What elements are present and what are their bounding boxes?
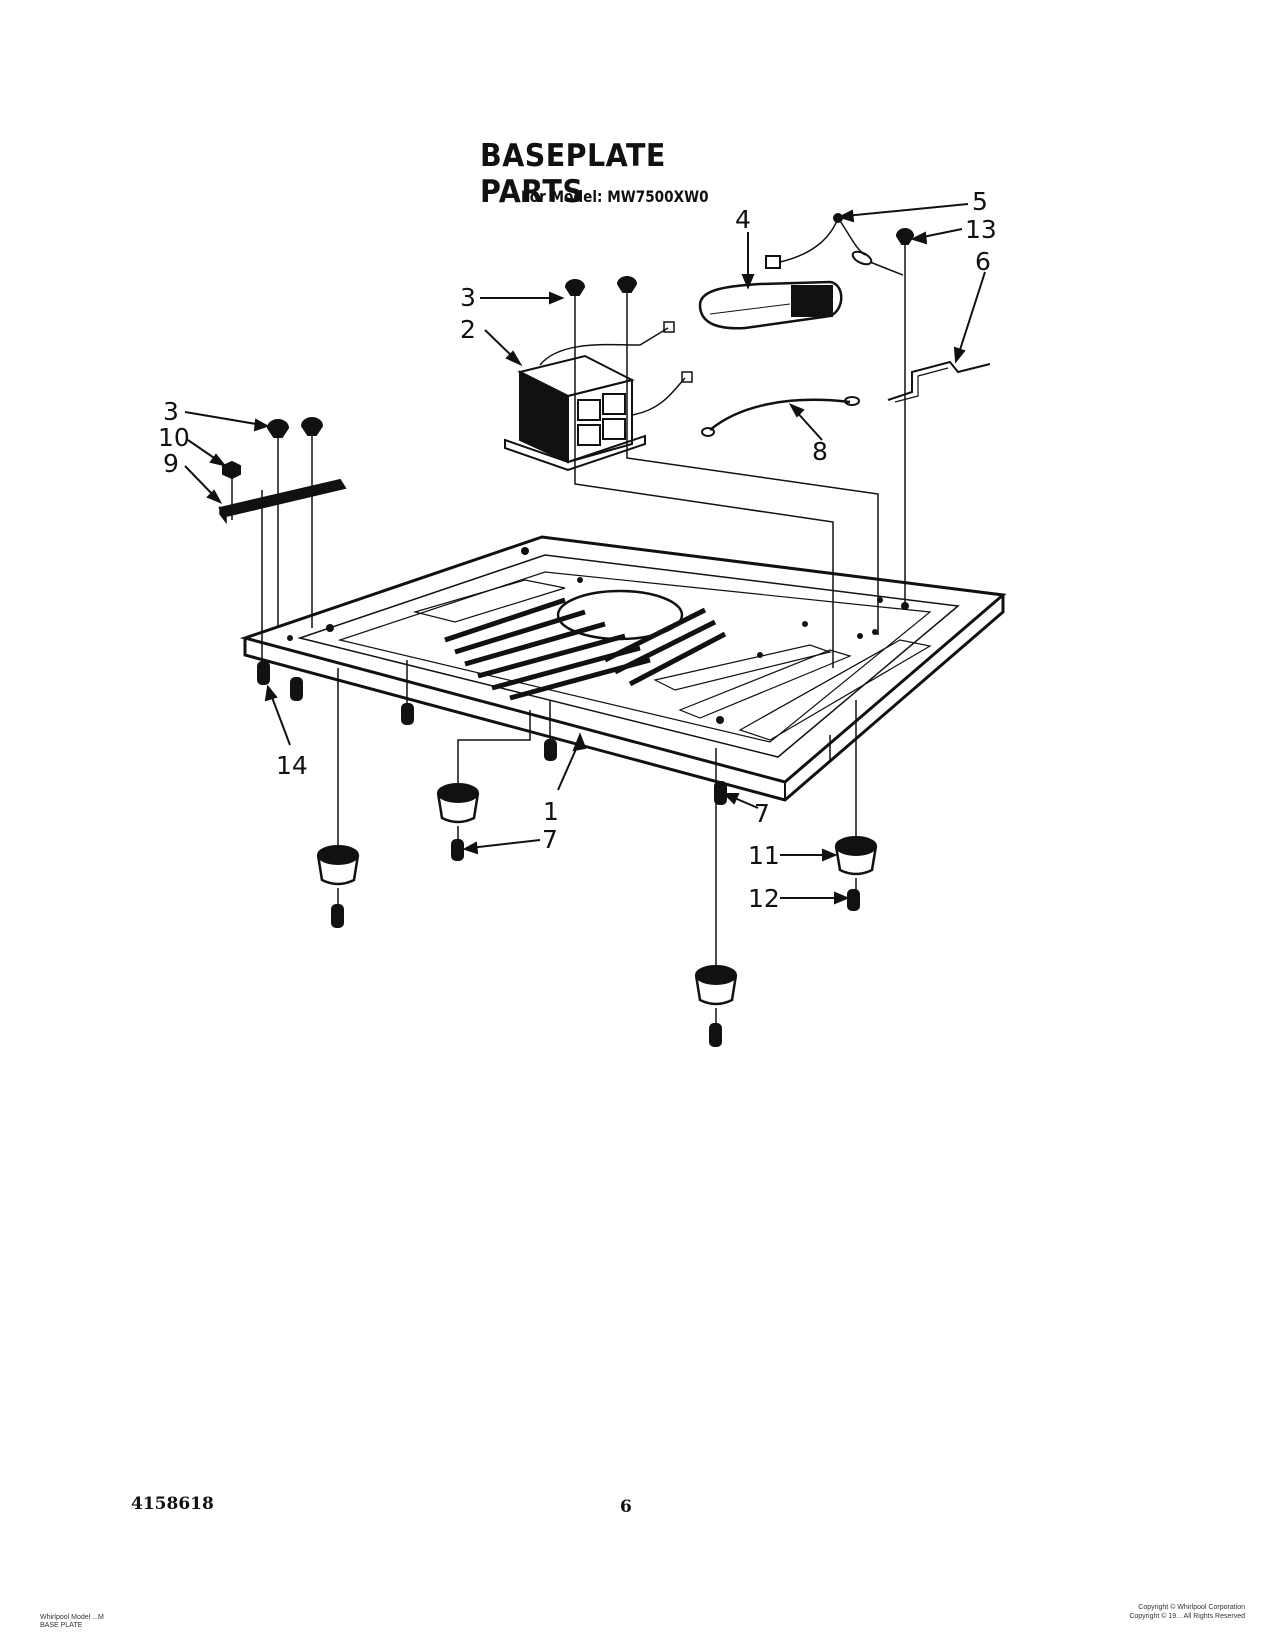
mounting-strap [218,478,347,525]
callout-3-left: 3 [163,397,179,426]
foot-left [436,783,480,824]
callout-6: 6 [975,247,991,276]
callout-10: 10 [158,423,190,452]
callout-7-right: 7 [754,799,770,828]
page-title: BASEPLATE PARTS [480,138,666,210]
callout-14: 14 [276,751,308,780]
foot-right [834,836,878,876]
base-plate [239,535,1007,802]
callout-numbers: 1 2 3 3 4 5 6 7 7 8 9 10 11 12 13 14 [158,187,997,913]
callout-11: 11 [748,841,780,870]
callout-7-left: 7 [542,825,558,854]
rubber-feet [316,783,878,1006]
transformer [504,321,693,472]
bracket [887,360,991,403]
callout-2: 2 [460,315,476,344]
callout-leaders [184,203,986,905]
fine-print-right-line-1: Copyright © Whirlpool Corporation [1138,1604,1245,1611]
assembly-guide-lines [231,245,906,1024]
foot-far-left [316,845,360,886]
callout-4: 4 [735,205,751,234]
callout-1: 1 [543,797,559,826]
callout-13: 13 [965,215,997,244]
fine-print-left: Whirlpool Model ...M BASE PLATE [40,1614,160,1630]
fine-print-left-line-2: BASE PLATE [40,1622,83,1629]
fine-print-left-line-1: Whirlpool Model ...M [40,1614,104,1621]
callout-5: 5 [972,187,988,216]
callout-12: 12 [748,884,780,913]
wire-harness [701,396,860,437]
callout-9: 9 [163,449,179,478]
fine-print-right: Copyright © Whirlpool Corporation Copyri… [1015,1603,1245,1621]
foot-front [694,965,738,1006]
page-number: 6 [620,1497,632,1517]
callout-8: 8 [812,437,828,466]
screws [222,213,915,1047]
model-subtitle: For Model: MW7500XW0 [521,187,709,206]
diode-lead [765,217,904,276]
fine-print-right-line-2: Copyright © 19... All Rights Reserved [1129,1613,1245,1620]
part-number: 4158618 [131,1494,214,1514]
callout-3-top: 3 [460,283,476,312]
capacitor [698,280,843,330]
